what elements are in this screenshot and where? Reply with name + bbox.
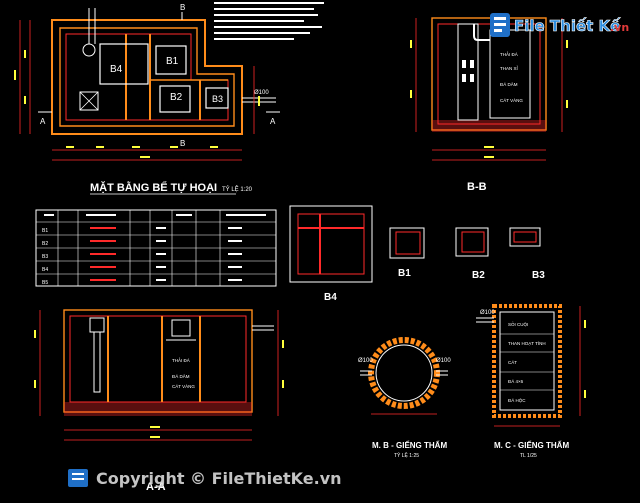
quantity-table: B1 B2 B3 B4 B5 [35,209,277,287]
plan-title: MẶT BẰNG BỂ TỰ HOẠI [90,181,217,194]
section-bb-title: B-B [467,181,487,193]
soak-well-plan: Ø100 Ø100 M. B - GIẾNG THẤM TỶ LỆ 1:25 [358,337,451,459]
plan-scale: TỶ LỆ 1:20 [222,185,253,193]
plan-section-a-right: A [270,117,276,126]
aa-layer-2: ĐÁ DĂM [172,373,190,379]
well-pipe-right: Ø100 [436,358,451,364]
bb-layer-3: ĐÁ DĂM [500,81,518,87]
table-row-3: B3 [42,254,48,260]
site-logo[interactable]: File Thiết Kế .vn [488,8,633,42]
soak-well-section: SỎI CUỘI THAN HOẠT TÍNH CÁT ĐÁ 4×6 ĐÁ HỘ… [476,304,586,459]
aa-layer-3: CÁT VÀNG [172,383,195,389]
well-layer-3: CÁT [508,359,517,365]
well-section-pipe: Ø100 [480,310,495,316]
cover-b4-title: B4 [324,292,337,303]
table-row-2: B2 [42,241,48,247]
table-row-4: B4 [42,267,48,273]
well-plan-scale: TỶ LỆ 1:25 [394,451,419,459]
section-a-a: THẢI ĐÁ ĐÁ DĂM CÁT VÀNG A-A [34,309,284,493]
cover-slab-details: B4 B1 B2 B3 [289,205,545,303]
table-row-5: B5 [42,280,48,286]
bb-layer-4: CÁT VÀNG [500,97,523,103]
copyright-watermark: Copyright © FileThietKe.vn [68,469,342,488]
aa-layer-1: THẢI ĐÁ [172,357,190,363]
bb-layer-1: THẢI ĐÁ [500,51,518,57]
plan-section-a-left: A [40,117,46,126]
logo-graphic: File Thiết Kế .vn [490,13,629,37]
logo-domain: .vn [610,21,629,34]
logo-text: File Thiết Kế [514,16,621,35]
well-plan-title: M. B - GIẾNG THẤM [372,440,447,450]
plan-section-b-bottom: B [180,139,185,148]
well-layer-2: THAN HOẠT TÍNH [508,340,546,346]
well-layer-1: SỎI CUỘI [508,321,528,327]
cover-b3-title: B3 [532,270,545,281]
bb-layer-2: THAN XỈ [500,65,519,71]
well-layer-5: ĐÁ HỘC [508,397,526,403]
section-aa-title: A-A [146,481,166,493]
well-layer-4: ĐÁ 4×6 [508,378,524,384]
table-row-1: B1 [42,228,48,234]
plan-label-b4: B4 [110,64,123,75]
plan-label-b1: B1 [166,56,179,67]
cover-b2-title: B2 [472,270,485,281]
septic-tank-plan: B4 B1 B2 B3 Ø100 A A B B [14,2,324,195]
copyright-text: Copyright © FileThietKe.vn [96,469,342,488]
plan-pipe-label: Ø100 [254,90,269,96]
well-section-scale: TL 1/25 [520,453,537,459]
well-pipe-left: Ø100 [358,358,373,364]
cover-b1-title: B1 [398,268,411,279]
plan-section-b-top: B [180,3,185,12]
plan-label-b2: B2 [170,92,183,103]
plan-label-b3: B3 [212,94,223,104]
well-section-title: M. C - GIẾNG THẤM [494,440,569,450]
section-b-b: THẢI ĐÁ THAN XỈ ĐÁ DĂM CÁT VÀNG B-B [410,17,568,193]
